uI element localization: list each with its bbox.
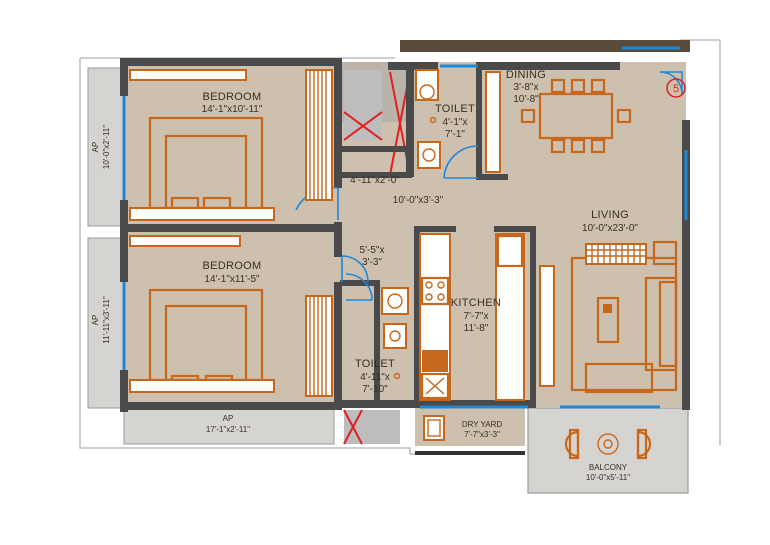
wardrobe-bedroom1 xyxy=(305,69,333,201)
toilet2-fixtures xyxy=(381,287,409,380)
bedroom1-dim: 14'-1"x10'-11" xyxy=(202,104,263,115)
ap-left-top-area xyxy=(87,67,125,227)
ap-bottom-label: AP xyxy=(223,414,234,423)
balcony-label: BALCONY xyxy=(589,463,628,472)
toilet1-fixtures xyxy=(415,69,441,169)
bedroom1-furniture xyxy=(129,69,333,221)
dining-dim2: 10'-8" xyxy=(513,94,539,105)
living-furniture xyxy=(539,240,678,394)
dry-yard-fixture xyxy=(423,415,445,441)
passage3-dim1: 5'-5"x xyxy=(360,245,385,256)
marker-number: 5 xyxy=(673,83,679,95)
toilet1-dim1: 4'-1"x xyxy=(443,117,468,128)
shaft-bottom xyxy=(343,409,400,445)
passage2-dim: 10'-0"x3'-3" xyxy=(393,195,444,206)
ap-bottom-dim: 17'-1"x2'-11" xyxy=(206,425,250,434)
balcony-furniture xyxy=(564,428,652,460)
kitchen-dim1: 7'-7"x xyxy=(464,311,489,322)
ap-left-top-dim: 10'-0"x2'-11" xyxy=(102,125,111,169)
toilet2-dim1: 4'-11"x xyxy=(360,372,390,383)
windows xyxy=(122,46,688,409)
balcony-area xyxy=(527,407,689,494)
dining-table xyxy=(485,71,632,173)
kitchen-counter xyxy=(419,233,525,401)
passage3-dim2: 3'-3" xyxy=(362,257,382,268)
wardrobe-bedroom2 xyxy=(305,295,333,397)
toilet1-label: TOILET xyxy=(435,103,475,115)
bedroom2-label: BEDROOM xyxy=(203,260,262,272)
ap-left-bottom-dim: 11'-11"x3'-11" xyxy=(102,296,111,344)
toilet2-label: TOILET xyxy=(355,358,395,370)
living-label: LIVING xyxy=(591,209,629,221)
living-dim: 10'-0"x23'-0" xyxy=(582,223,638,234)
toilet2-dim2: 7'-10" xyxy=(362,384,388,395)
toilet1-dim2: 7'-1" xyxy=(445,129,465,140)
dining-label: DINING xyxy=(506,69,546,81)
dry-yard-dim: 7'-7"x3'-3" xyxy=(464,430,500,439)
bedroom2-furniture xyxy=(129,235,333,397)
walls xyxy=(120,40,690,412)
passage1-dim: 4'-11"x2'-0" xyxy=(350,175,400,186)
bedroom2-dim: 14'-1"x11'-5" xyxy=(204,274,260,285)
ap-left-bottom-area xyxy=(87,237,125,409)
ap-left-bottom-label: AP xyxy=(91,315,100,326)
kitchen-dim2: 11'-8" xyxy=(464,323,489,334)
dry-yard-railing xyxy=(415,451,525,455)
labels: BEDROOM 14'-1"x10'-11" BEDROOM 14'-1"x11… xyxy=(91,69,638,482)
entrance-marker: 5 xyxy=(659,71,686,98)
balcony-dim: 10'-0"x5'-11" xyxy=(586,473,630,482)
ap-left-top-label: AP xyxy=(91,142,100,153)
dining-dim1: 3'-8"x xyxy=(514,82,539,93)
bedroom1-label: BEDROOM xyxy=(203,91,262,103)
dry-yard-label: DRY YARD xyxy=(462,420,503,429)
kitchen-label: KITCHEN xyxy=(451,297,501,309)
